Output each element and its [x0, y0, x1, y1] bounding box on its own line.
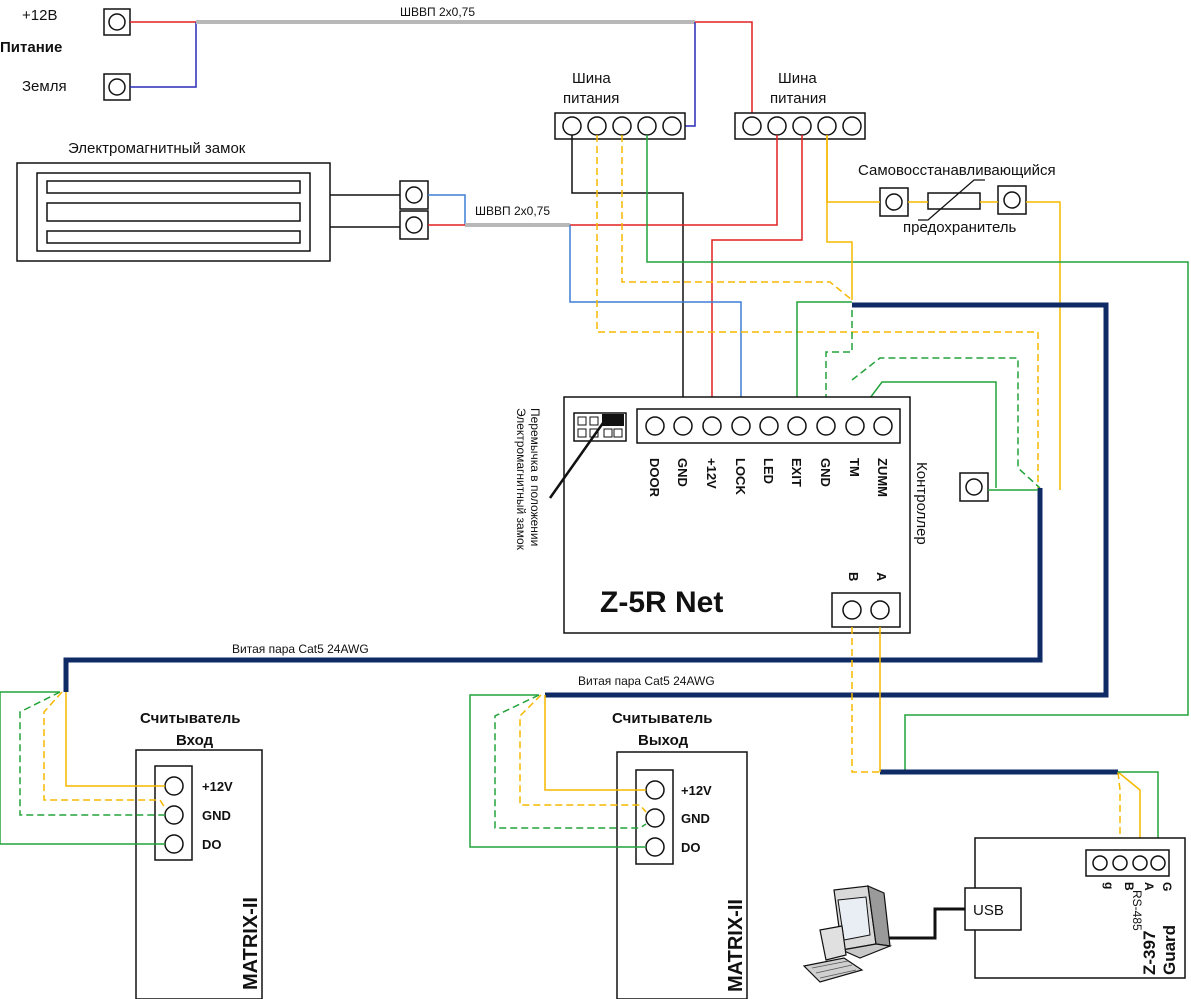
- power-plus-terminal: [103, 8, 131, 36]
- power-plus12-label: +12В: [22, 7, 57, 24]
- jumper-label-1: Перемычка в положении: [528, 408, 542, 546]
- terminal-gnd1: GND: [675, 458, 690, 487]
- busbar-left: [554, 112, 686, 140]
- twisted-pair-out: [545, 302, 1109, 698]
- reader-out-term-12v: +12V: [681, 783, 712, 798]
- controller-rs-a: A: [874, 572, 889, 582]
- terminal-tm: TM: [847, 458, 862, 477]
- lock-cable-label: ШВВП 2х0,75: [475, 204, 550, 218]
- converter-term-a: A: [1142, 882, 1156, 891]
- terminal-zumm: ZUMM: [875, 458, 890, 497]
- reader-out-term-do: DO: [681, 840, 701, 855]
- reader-in-term-gnd: GND: [202, 808, 231, 823]
- reader-out-title-2: Выход: [638, 732, 689, 749]
- terminal-exit: EXIT: [789, 458, 804, 487]
- terminal-door: DOOR: [647, 458, 662, 498]
- twisted-pair-in: [63, 488, 1043, 692]
- controller-rs-terminals: [831, 592, 901, 628]
- reader-out: [616, 751, 748, 999]
- controller-title: Контроллер: [913, 462, 930, 545]
- fuse-label-2: предохранитель: [903, 219, 1017, 236]
- electromagnetic-lock: [16, 162, 331, 262]
- controller-model: Z-5R Net: [600, 586, 723, 619]
- usb-label: USB: [973, 902, 1004, 919]
- controller-rs-b: B: [846, 572, 861, 581]
- reader-out-model: MATRIX-II: [725, 899, 747, 992]
- power-ground-label: Земля: [22, 78, 67, 95]
- fuse: [918, 179, 985, 221]
- fuse-terminal-right: [997, 185, 1027, 215]
- converter-model-1: Z-397: [1140, 931, 1159, 975]
- reader-in-term-do: DO: [202, 837, 222, 852]
- terminal-led: LED: [761, 458, 776, 484]
- terminal-12v: +12V: [704, 458, 719, 489]
- controller-jumper: [573, 412, 627, 442]
- jumper-label-2: Электромагнитный замок: [514, 408, 528, 551]
- converter-term-g2: g: [1102, 882, 1116, 889]
- busbar-right-label-2: питания: [770, 90, 826, 107]
- reader-out-title-1: Считыватель: [612, 710, 713, 727]
- reader-in: [135, 749, 263, 999]
- reader-in-term-12v: +12V: [202, 779, 233, 794]
- power-cable-label: ШВВП 2х0,75: [400, 5, 475, 19]
- usb-port: [964, 887, 1022, 931]
- power-title: Питание: [0, 39, 62, 56]
- converter-model-2: Guard: [1160, 925, 1179, 975]
- busbar-left-label-2: питания: [563, 90, 619, 107]
- lock-title: Электромагнитный замок: [68, 140, 246, 157]
- converter-rs485: RS-485: [1130, 890, 1144, 931]
- terminal-lock: LOCK: [733, 458, 748, 495]
- twisted-pair-label-in: Витая пара Cat5 24AWG: [232, 642, 369, 656]
- controller-terminals: [645, 416, 893, 436]
- twisted-pair-label-out: Витая пара Cat5 24AWG: [578, 674, 715, 688]
- lock-terminal: [399, 180, 429, 240]
- busbar-right: [734, 112, 866, 140]
- converter-term-g: G: [1160, 882, 1174, 891]
- reader-in-model: MATRIX-II: [240, 897, 262, 990]
- exit-button: [959, 472, 989, 502]
- busbar-left-label-1: Шина: [572, 70, 611, 87]
- fuse-terminal-left: [879, 187, 909, 217]
- fuse-label-1: Самовосстанавливающийся: [858, 162, 1056, 179]
- busbar-right-label-1: Шина: [778, 70, 817, 87]
- reader-in-title-2: Вход: [176, 732, 214, 749]
- terminal-gnd2: GND: [818, 458, 833, 487]
- converter-term-b: B: [1122, 882, 1136, 891]
- reader-out-term-gnd: GND: [681, 811, 710, 826]
- reader-in-title-1: Считыватель: [140, 710, 241, 727]
- power-ground-terminal: [103, 73, 131, 101]
- computer-icon: [802, 885, 893, 983]
